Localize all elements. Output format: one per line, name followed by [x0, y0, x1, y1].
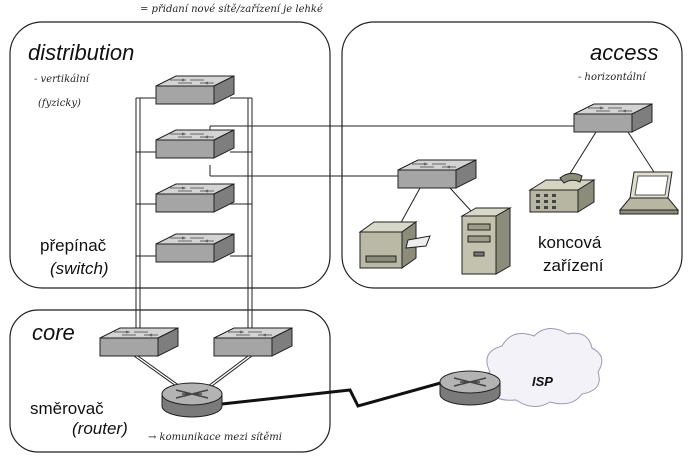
phone-icon: [528, 172, 596, 213]
distribution-switch-4: [155, 233, 235, 263]
core-router: [161, 382, 223, 418]
printer-icon: [358, 221, 431, 269]
isp-router: [439, 370, 501, 406]
laptop-icon: [618, 171, 680, 215]
core-switch-left: [99, 327, 179, 357]
switch-label-en: (switch): [50, 259, 109, 278]
router-label-en: (router): [72, 419, 128, 438]
end-devices-label-1: koncová: [538, 233, 602, 252]
core-title: core: [32, 320, 75, 345]
isp-cloud: [481, 328, 603, 407]
isp-label: ISP: [532, 374, 553, 389]
wan-link: [221, 380, 445, 408]
server-icon: [460, 207, 512, 275]
core-note: → komunikace mezi sítěmi: [148, 432, 282, 443]
distribution-title: distribution: [28, 40, 134, 65]
end-devices-label-2: zařízení: [543, 256, 604, 275]
top-handwritten-note: = přidaní nové sítě/zařízení je lehké: [140, 4, 323, 15]
distribution-switch-3: [155, 183, 235, 213]
distribution-switch-2: [155, 129, 235, 159]
core-links: [133, 355, 253, 387]
distribution-switch-1: [155, 75, 235, 105]
router-label: směrovač: [30, 399, 104, 418]
distribution-note-2: (fyzicky): [38, 98, 81, 109]
core-zone: [9, 309, 331, 453]
distribution-zone: [9, 21, 331, 289]
access-title: access: [590, 40, 658, 65]
switch-label: přepínač: [40, 236, 107, 255]
access-links: [397, 131, 655, 229]
access-switch-middle: [397, 159, 477, 189]
access-switch-top: [573, 103, 653, 133]
distribution-note: - vertikální: [34, 74, 91, 85]
core-switch-right: [213, 327, 293, 357]
access-zone: [341, 21, 683, 289]
access-note: - horizontální: [578, 72, 647, 83]
backbone-links: [135, 97, 574, 334]
